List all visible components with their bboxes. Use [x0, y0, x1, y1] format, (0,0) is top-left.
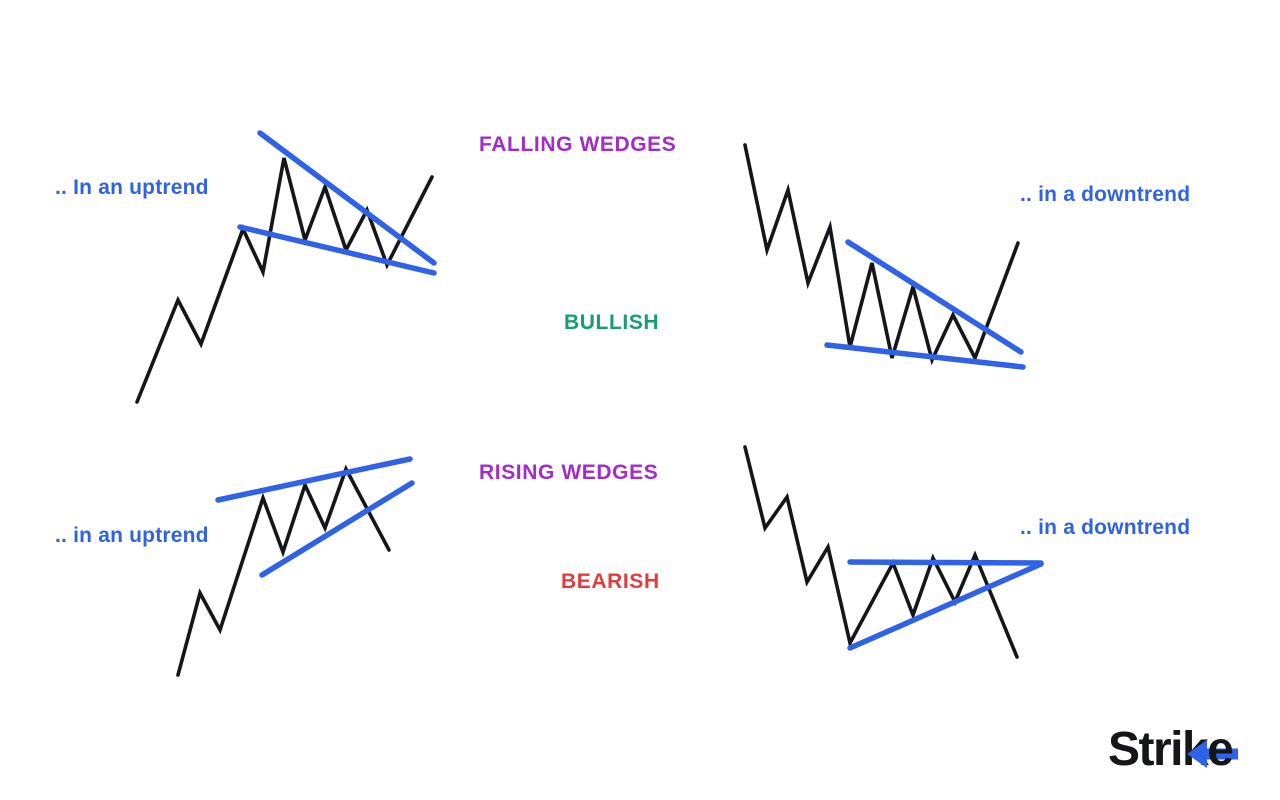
- rising-wedge-in-downtrend-price-line: [743, 445, 1019, 659]
- caption-rising-wedge-uptrend: .. in an uptrend: [55, 524, 209, 547]
- falling-wedge-in-downtrend-price-line: [743, 143, 1020, 366]
- left-arrow-icon: [1187, 740, 1239, 768]
- strike-logo: Strike: [1108, 722, 1239, 778]
- rising-wedge-in-downtrend-trendline-2: [847, 561, 1044, 651]
- rising-wedge-in-uptrend-price-line: [176, 464, 391, 677]
- falling-wedge-in-uptrend-trendline-1: [257, 130, 437, 266]
- bearish-label: BEARISH: [561, 570, 660, 593]
- rising-wedge-in-uptrend-trendline-2: [259, 480, 415, 578]
- bullish-label: BULLISH: [564, 311, 660, 334]
- falling-wedges-heading: FALLING WEDGES: [479, 133, 677, 156]
- logo-text-suffix: e: [1207, 723, 1234, 776]
- caption-rising-wedge-downtrend: .. in a downtrend: [1020, 516, 1191, 539]
- rising-wedge-in-uptrend-trendline-1: [215, 456, 413, 503]
- falling-wedge-in-downtrend-trendline-2: [824, 342, 1026, 370]
- falling-wedge-in-uptrend-price-line: [135, 157, 434, 404]
- caption-falling-wedge-downtrend: .. in a downtrend: [1020, 183, 1191, 206]
- falling-wedge-in-downtrend-trendline-1: [845, 239, 1024, 355]
- caption-falling-wedge-uptrend: .. In an uptrend: [55, 176, 209, 199]
- logo-text-prefix: Strik: [1108, 723, 1209, 776]
- falling-wedge-in-uptrend-trendline-2: [237, 224, 437, 276]
- rising-wedges-heading: RISING WEDGES: [479, 461, 659, 484]
- rising-wedge-in-downtrend-trendline-1: [847, 559, 1044, 566]
